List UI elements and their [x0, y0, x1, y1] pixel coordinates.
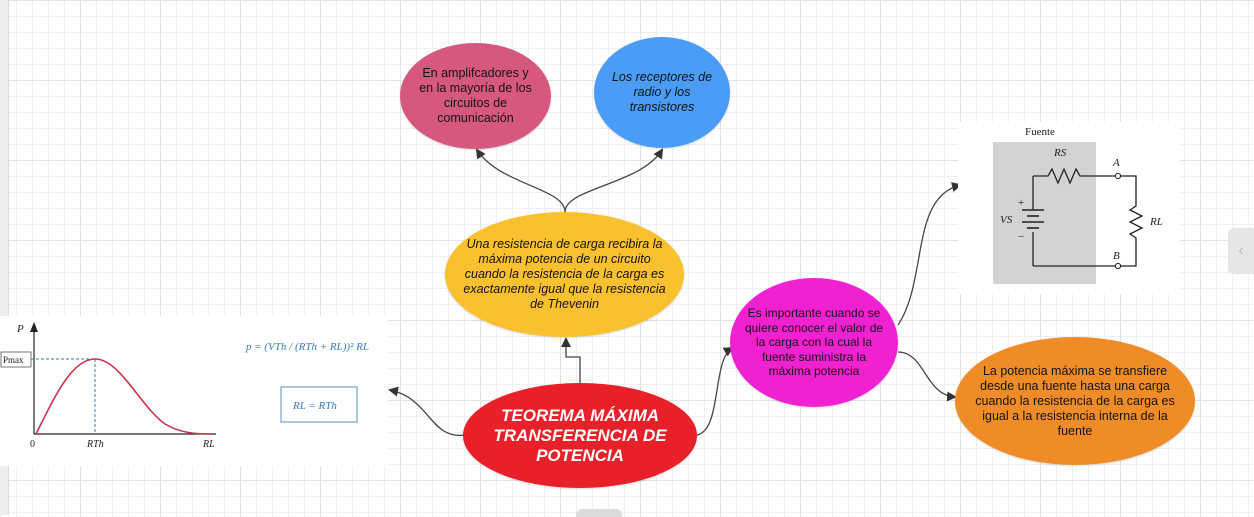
node-definition-text: Una resistencia de carga recibira la máx…	[463, 237, 666, 311]
circuit-plus-sign: +	[1018, 197, 1024, 209]
circuit-terminal-a-label: A	[1112, 157, 1120, 169]
circuit-image[interactable]: Fuente RS + − VS A B RL	[958, 122, 1180, 294]
graph-rl-label: RL	[202, 439, 215, 450]
graph-y-label: P	[16, 323, 24, 335]
connector-importance-to-max-power	[897, 351, 957, 402]
connector-central-to-graph	[388, 386, 466, 436]
connector-definition-to-receptors	[564, 148, 664, 213]
node-amplifiers[interactable]: En amplifcadores y en la mayoría de los …	[400, 43, 551, 149]
central-title-line-2: TRANSFERENCIA DE	[493, 425, 667, 445]
circuit-rl-resistor	[1120, 175, 1144, 267]
circuit-vs-label: VS	[1000, 214, 1013, 226]
connector-definition-to-amplifiers	[475, 148, 566, 213]
node-max-power-text: La potencia máxima se transfiere desde u…	[975, 363, 1175, 438]
circuit-diagram: Fuente RS + − VS A B RL	[993, 126, 1163, 284]
central-title-line-3: POTENCIA	[536, 445, 624, 465]
connector-importance-to-circuit	[897, 182, 962, 326]
graph-condition: RL = RTh	[292, 400, 337, 412]
graph-origin-label: 0	[30, 439, 35, 450]
circuit-terminal-a-node	[1114, 172, 1122, 180]
circuit-terminal-b-node	[1114, 262, 1122, 270]
node-receptors[interactable]: Los receptores de radio y los transistor…	[594, 37, 730, 148]
node-receptors-text: Los receptores de radio y los transistor…	[611, 70, 713, 114]
power-curve-image[interactable]: P Pmax 0 RTh RL p = (VTh / (RTh + RL))² …	[0, 316, 388, 466]
circuit-source-block	[993, 142, 1096, 284]
node-central-topic[interactable]: TEOREMA MÁXIMA TRANSFERENCIA DE POTENCIA	[463, 383, 697, 488]
circuit-terminal-b-label: B	[1113, 250, 1120, 262]
node-importance[interactable]: Es importante cuando se quiere conocer e…	[730, 278, 898, 407]
circuit-minus-sign: −	[1018, 231, 1024, 243]
circuit-rs-label: RS	[1053, 147, 1067, 159]
circuit-rs-resistor	[1033, 167, 1118, 185]
bottom-drag-handle[interactable]	[576, 509, 622, 517]
node-importance-text: Es importante cuando se quiere conocer e…	[744, 306, 884, 379]
power-curve-graph: P Pmax 0 RTh RL p = (VTh / (RTh + RL))² …	[0, 322, 369, 450]
connector-central-to-importance	[696, 346, 734, 436]
connector-central-to-definition	[561, 337, 581, 383]
node-max-power[interactable]: La potencia máxima se transfiere desde u…	[955, 337, 1195, 465]
central-title-line-1: TEOREMA MÁXIMA	[500, 405, 660, 425]
graph-formula: p = (VTh / (RTh + RL))² RL	[245, 341, 369, 353]
circuit-title: Fuente	[1025, 126, 1055, 138]
node-definition[interactable]: Una resistencia de carga recibira la máx…	[445, 212, 684, 337]
graph-condition-box	[280, 386, 358, 423]
graph-y-arrow	[30, 322, 38, 332]
graph-rth-label: RTh	[86, 439, 104, 450]
left-rail	[0, 0, 9, 515]
node-amplifiers-text: En amplifcadores y en la mayoría de los …	[419, 66, 532, 125]
graph-power-curve	[35, 358, 213, 435]
graph-pmax-label: Pmax	[3, 355, 24, 365]
right-tab-glyph: ‹	[1238, 242, 1244, 259]
chevron-left-icon[interactable]: ‹	[1228, 228, 1254, 274]
circuit-rl-label: RL	[1149, 216, 1163, 228]
